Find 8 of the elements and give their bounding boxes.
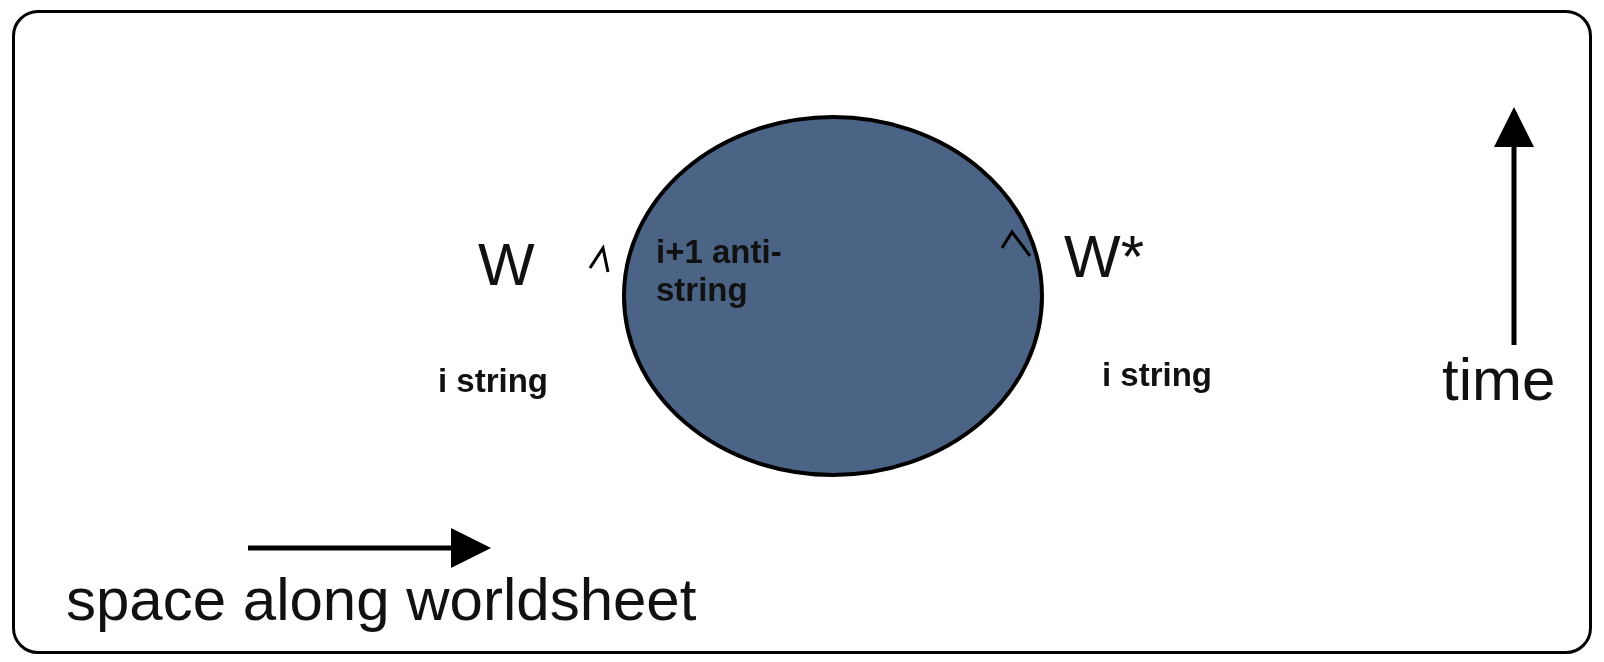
string-label: i string xyxy=(1102,356,1212,394)
worldsheet-disk xyxy=(622,115,1044,477)
string-label: i string xyxy=(438,362,548,400)
disk-label: i+1 anti-string xyxy=(656,233,783,309)
axis-label: time xyxy=(1442,345,1556,414)
axis-label: space along worldsheet xyxy=(66,565,697,634)
field-label: W* xyxy=(1064,222,1144,291)
field-label: W xyxy=(478,230,535,299)
